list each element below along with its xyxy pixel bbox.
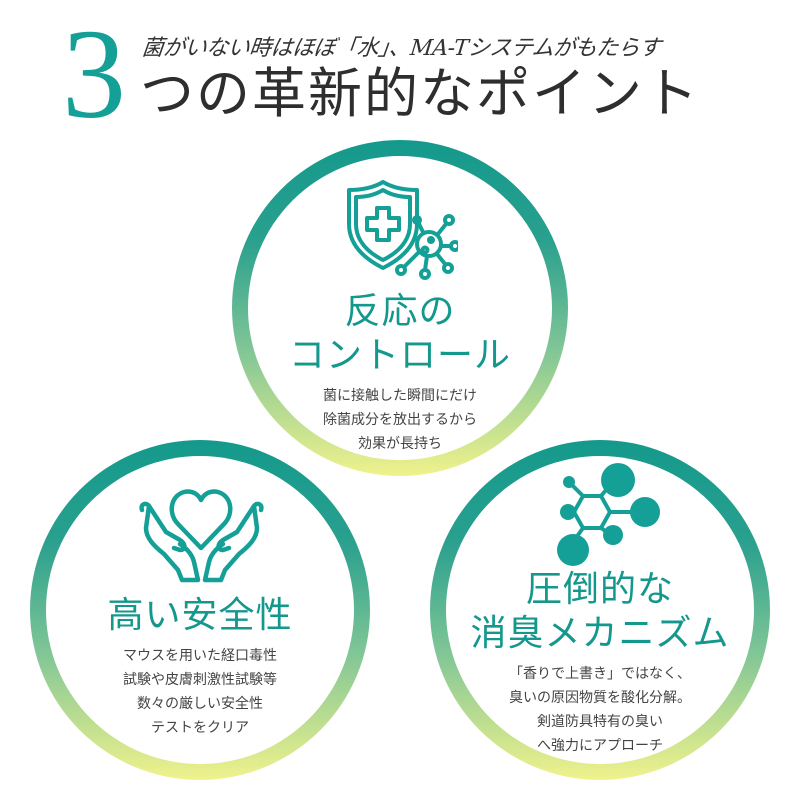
point-title: 高い安全性 — [107, 595, 293, 636]
point-card-control: 反応の コントロール 菌に接触した瞬間にだけ 除菌成分を放出するから 効果が長持… — [250, 290, 550, 456]
hands-heart-icon — [134, 480, 269, 585]
big-number: 3 — [62, 3, 126, 145]
point-description: 「香りで上書き」ではなく、 臭いの原因物質を酸化分解。 剣道防具特有の臭い へ強… — [509, 666, 691, 754]
header: 3 菌がいない時はほぼ「水」、MA-Tシステムがもたらす つの革新的なポイント — [0, 0, 800, 140]
point-title: 反応の コントロール — [288, 291, 511, 376]
point-card-deodorize: 圧倒的な 消臭メカニズム 「香りで上書き」ではなく、 臭いの原因物質を酸化分解。… — [450, 568, 750, 758]
point-description: 菌に接触した瞬間にだけ 除菌成分を放出するから 効果が長持ち — [323, 388, 477, 452]
page-title: つの革新的なポイント — [140, 62, 700, 125]
point-ring-deodorize — [430, 440, 770, 780]
point-description: マウスを用いた経口毒性 試験や皮膚刺激性試験等 数々の厳しい安全性 テストをクリ… — [123, 648, 277, 736]
point-title: 圧倒的な 消臭メカニズム — [470, 569, 730, 654]
subtitle: 菌がいない時はほぼ「水」、MA-Tシステムがもたらす — [140, 36, 662, 61]
molecule-icon — [545, 462, 665, 572]
point-card-safety: 高い安全性 マウスを用いた経口毒性 試験や皮膚刺激性試験等 数々の厳しい安全性 … — [50, 594, 350, 740]
shield-virus-icon — [343, 178, 461, 283]
